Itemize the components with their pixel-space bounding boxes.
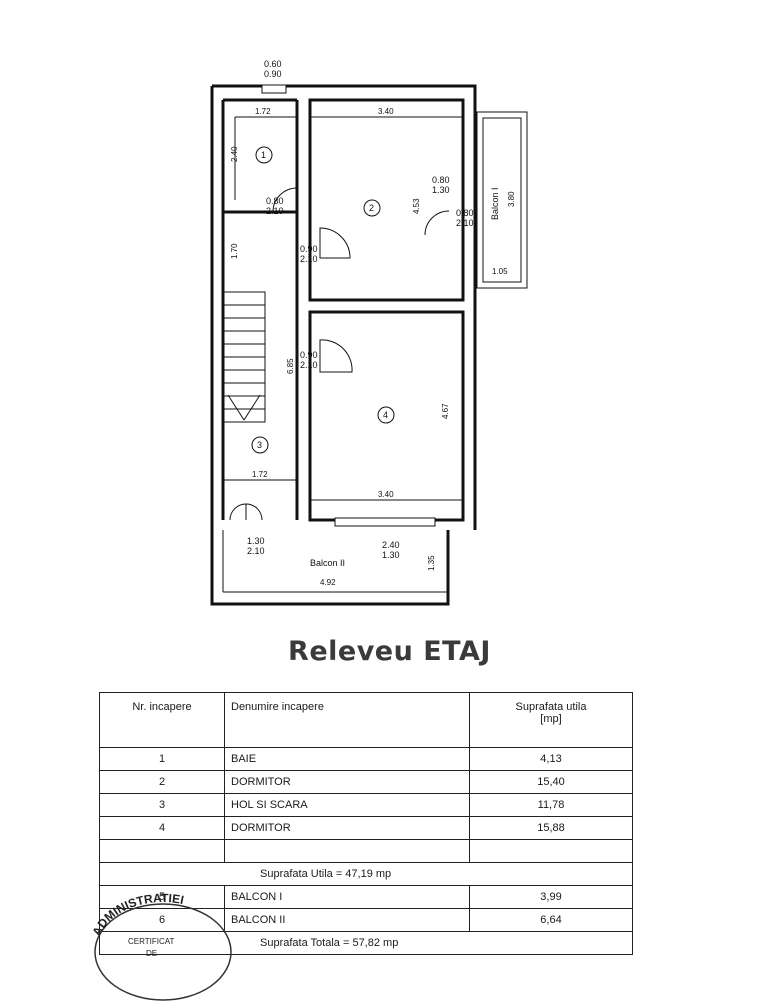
door-balcony1-width: 0.80 bbox=[456, 208, 474, 218]
stairs bbox=[222, 291, 266, 423]
area-table: Nr. incapere Denumire incapere Suprafata… bbox=[99, 692, 633, 955]
row-name: HOL SI SCARA bbox=[224, 793, 470, 817]
room-4-number: 4 bbox=[383, 410, 388, 420]
row-area: 6,64 bbox=[469, 908, 633, 932]
door-2b-height: 1.30 bbox=[432, 185, 450, 195]
door-1-height: 2.10 bbox=[266, 206, 284, 216]
header-name: Denumire incapere bbox=[224, 692, 470, 748]
window-top-width: 0.60 bbox=[264, 59, 282, 69]
svg-text:ADMINISTRATIEI: ADMINISTRATIEI bbox=[90, 892, 186, 938]
balcony-2-depth: 1.35 bbox=[427, 555, 436, 571]
row-area: 15,88 bbox=[469, 816, 633, 840]
room-4-width: 3.40 bbox=[378, 490, 394, 499]
row-nr: 1 bbox=[99, 747, 225, 771]
row-name: DORMITOR bbox=[224, 816, 470, 840]
door-balcony1-height: 2.10 bbox=[456, 218, 474, 228]
row-nr: 4 bbox=[99, 816, 225, 840]
door-2a-width: 0.90 bbox=[300, 244, 318, 254]
door-entry-height: 2.10 bbox=[247, 546, 265, 556]
row-name: DORMITOR bbox=[224, 770, 470, 794]
balcony-1-label: Balcon I bbox=[490, 187, 500, 220]
row-area: 15,40 bbox=[469, 770, 633, 794]
room-2-depth: 4.53 bbox=[412, 198, 421, 214]
header-area: Suprafata utila [mp] bbox=[469, 692, 633, 748]
stamp-line2: CERTIFICAT bbox=[128, 937, 174, 946]
table-row: 1 BAIE 4,13 bbox=[99, 747, 633, 771]
row-area: 11,78 bbox=[469, 793, 633, 817]
stamp: ADMINISTRATIEI CERTIFICAT DE bbox=[90, 892, 232, 1001]
table-row: 4 DORMITOR 15,88 bbox=[99, 816, 633, 840]
stamp-line3: DE bbox=[146, 949, 157, 958]
balcony-1-length: 3.80 bbox=[507, 191, 516, 207]
room-2-number: 2 bbox=[369, 203, 374, 213]
balcony-2-label: Balcon II bbox=[310, 558, 345, 568]
door-1-width: 0.80 bbox=[266, 196, 284, 206]
table-row: 6 BALCON II 6,64 bbox=[99, 908, 633, 932]
row-name: BALCON I bbox=[224, 885, 470, 909]
row-area: 4,13 bbox=[469, 747, 633, 771]
room-1-width: 1.72 bbox=[255, 107, 271, 116]
room-3-width: 1.72 bbox=[252, 470, 268, 479]
row-nr: 2 bbox=[99, 770, 225, 794]
row-nr: 3 bbox=[99, 793, 225, 817]
util-total-row: Suprafata Utila = 47,19 mp bbox=[99, 862, 633, 886]
door-4-height: 2.10 bbox=[300, 360, 318, 370]
room-3-number: 3 bbox=[257, 440, 262, 450]
door-4-width: 0.90 bbox=[300, 350, 318, 360]
grand-total: Suprafata Totala = 57,82 mp bbox=[99, 931, 633, 955]
floor-plan: 1 2 3 4 0.60 0.90 1.72 2.40 0.80 2.10 1.… bbox=[210, 59, 528, 606]
row-name: BALCON II bbox=[224, 908, 470, 932]
util-total: Suprafata Utila = 47,19 mp bbox=[99, 862, 633, 886]
window-bottom-height: 1.30 bbox=[382, 550, 400, 560]
balcony-2-length: 4.92 bbox=[320, 578, 336, 587]
window-bottom-width: 2.40 bbox=[382, 540, 400, 550]
row-nr: 5 bbox=[99, 885, 225, 909]
room-1-number: 1 bbox=[261, 150, 266, 160]
table-row: 3 HOL SI SCARA 11,78 bbox=[99, 793, 633, 817]
door-2b-width: 0.80 bbox=[432, 175, 450, 185]
empty-row bbox=[99, 839, 633, 863]
room-4-depth: 4.67 bbox=[441, 403, 450, 419]
room-1-depth: 2.40 bbox=[230, 146, 239, 162]
header-nr: Nr. incapere bbox=[99, 692, 225, 748]
table-row: 2 DORMITOR 15,40 bbox=[99, 770, 633, 794]
balcony-1-depth: 1.05 bbox=[492, 267, 508, 276]
window-top-height: 0.90 bbox=[264, 69, 282, 79]
room-3-length: 6.85 bbox=[286, 358, 295, 374]
stamp-line1: ADMINISTRATIEI bbox=[90, 892, 186, 938]
door-2a-height: 2.10 bbox=[300, 254, 318, 264]
row-area: 3,99 bbox=[469, 885, 633, 909]
table-header-row: Nr. incapere Denumire incapere Suprafata… bbox=[99, 692, 633, 748]
room-3-upper: 1.70 bbox=[230, 243, 239, 259]
door-entry-width: 1.30 bbox=[247, 536, 265, 546]
room-2-width: 3.40 bbox=[378, 107, 394, 116]
row-name: BAIE bbox=[224, 747, 470, 771]
grand-total-row: Suprafata Totala = 57,82 mp bbox=[99, 931, 633, 955]
page-title: Releveu ETAJ bbox=[288, 636, 491, 667]
